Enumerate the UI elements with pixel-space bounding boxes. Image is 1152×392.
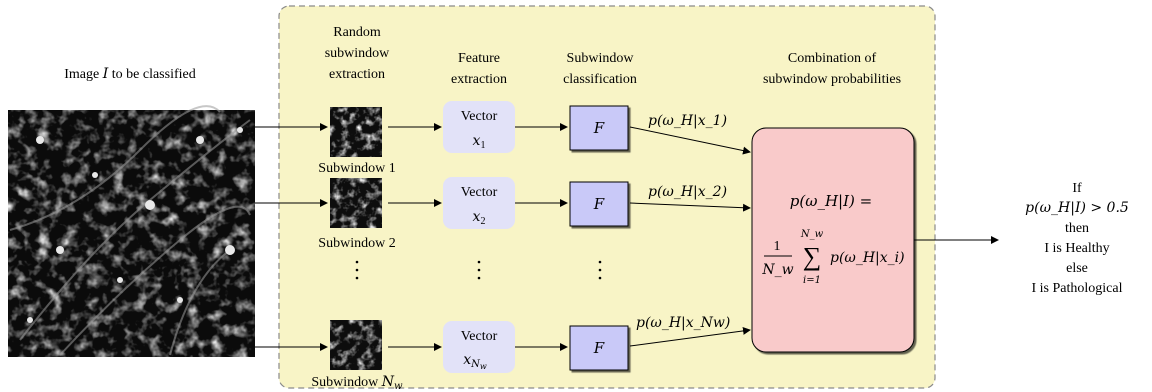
subwindow-thumbnail (330, 320, 382, 370)
subwindow-label: Subwindow Nw (311, 374, 403, 392)
fraction-denominator: N_w (761, 262, 793, 278)
edge-label: p(ω_H|x_Nw) (636, 315, 730, 331)
classifier-box (569, 181, 629, 227)
row-nw: Subwindow Nw Vector xNw F p(ω_H|x_Nw) (255, 315, 751, 392)
edge-label: p(ω_H|x_2) (648, 184, 727, 200)
header-feature-line: extraction (451, 72, 507, 87)
decision-rule: If p(ω_H|I) > 0.5 then I is Healthy else… (1025, 181, 1129, 296)
feature-vector-box (443, 321, 515, 373)
header-combination-line: subwindow probabilities (763, 72, 901, 87)
decision-line: then (1065, 221, 1089, 236)
decision-line: If (1072, 181, 1082, 196)
vector-symbol: x2 (473, 209, 486, 227)
input-image-caption: Image I to be classified (64, 66, 196, 82)
header-classification-line: Subwindow (567, 51, 635, 66)
decision-line: p(ω_H|I) > 0.5 (1025, 200, 1129, 216)
classifier-box (569, 105, 629, 151)
decision-line: else (1066, 261, 1088, 276)
vector-label: Vector (461, 109, 498, 124)
edge-label: p(ω_H|x_1) (648, 113, 727, 129)
vector-symbol: x1 (473, 133, 486, 151)
header-extraction: Random subwindow extraction (325, 25, 390, 82)
feature-vector-box (443, 101, 515, 153)
vector-symbol: xNw (463, 352, 487, 371)
sum-upper-limit: N_w (800, 229, 824, 240)
header-extraction-line: subwindow (325, 46, 390, 61)
header-feature: Feature extraction (451, 51, 507, 87)
feature-vector-box (443, 177, 515, 229)
sum-body: p(ω_H|x_i) (830, 250, 905, 266)
classifier-label: F (593, 119, 605, 137)
subwindow-label: Subwindow 2 (318, 236, 395, 251)
header-extraction-line: Random (333, 25, 381, 40)
combination-box: p(ω_H|I) = 1 N_w N_w ∑ i=1 p(ω_H|x_i) (751, 127, 915, 353)
header-classification-line: classification (563, 72, 637, 87)
header-combination-line: Combination of (788, 51, 877, 66)
vector-label: Vector (461, 329, 498, 344)
row-1: Subwindow 1 Vector x1 F p(ω_H|x_1) (255, 101, 751, 176)
sum-lower-limit: i=1 (803, 275, 821, 286)
classifier-label: F (593, 339, 605, 357)
subwindow-label: Subwindow 1 (318, 161, 395, 176)
input-image (8, 105, 255, 357)
continuation-dots (355, 260, 602, 280)
subwindow-thumbnail (330, 178, 382, 228)
combination-formula-line1: p(ω_H|I) = (790, 192, 872, 210)
sum-symbol: ∑ (803, 242, 822, 271)
classifier-label: F (593, 195, 605, 213)
classifier-box (569, 325, 629, 371)
vector-label: Vector (461, 185, 498, 200)
header-classification: Subwindow classification (563, 51, 637, 87)
decision-line: I is Healthy (1044, 241, 1109, 256)
header-extraction-line: extraction (329, 67, 385, 82)
fraction-numerator: 1 (774, 239, 781, 254)
decision-line: I is Pathological (1032, 281, 1123, 296)
subwindow-thumbnail (330, 107, 382, 157)
header-feature-line: Feature (458, 51, 500, 66)
header-combination: Combination of subwindow probabilities (763, 51, 901, 87)
row-2: Subwindow 2 Vector x2 F p(ω_H|x_2) (255, 177, 751, 251)
